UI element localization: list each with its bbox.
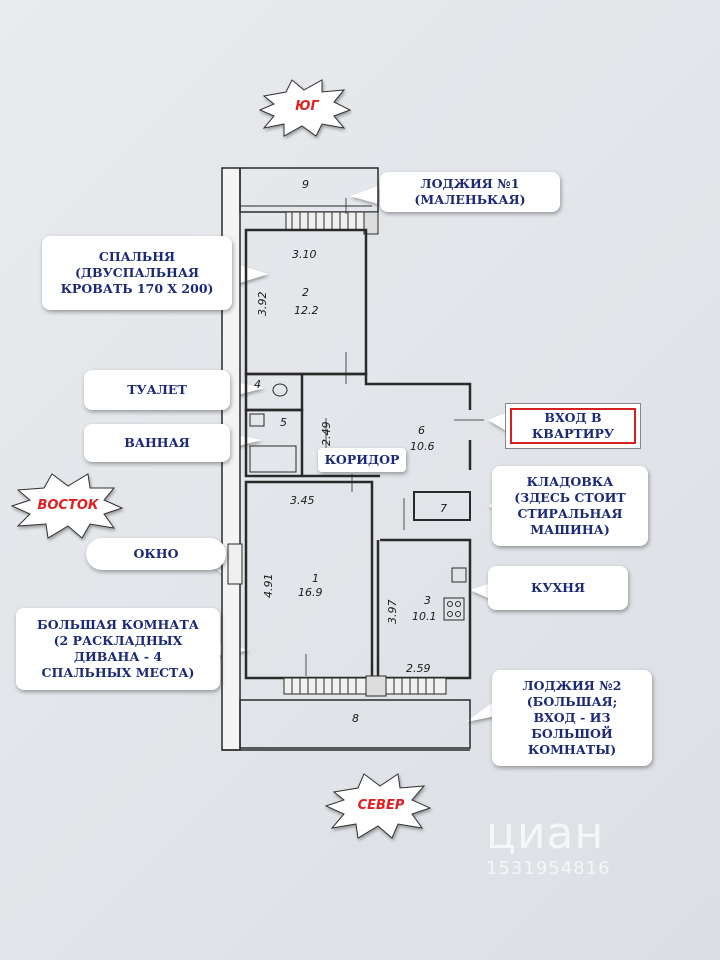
callout-window: ОКНО [86,538,226,570]
east-starburst-icon [10,473,124,539]
compass-north: СЕВЕР [357,798,405,813]
north-starburst-icon [324,773,432,839]
south-starburst-icon [258,79,352,137]
callout-loggia-2: ЛОДЖИЯ №2 (БОЛЬШАЯ; ВХОД - ИЗ БОЛЬШОЙ КО… [492,670,652,766]
bedroom-number: 2 [302,286,309,299]
kitchen-depth: 3.97 [386,600,399,625]
corridor-area: 10.6 [410,440,435,453]
living-depth: 4.91 [262,574,275,599]
callout-storage: КЛАДОВКА (ЗДЕСЬ СТОИТ СТИРАЛЬНАЯ МАШИНА) [492,466,648,546]
living-number: 1 [312,572,319,585]
plan-walls [221,167,484,751]
kitchen-area: 10.1 [412,610,437,623]
bedroom-depth: 3.92 [256,292,269,317]
living-area: 16.9 [298,586,323,599]
compass-east: ВОСТОК [37,498,99,513]
kitchen-number: 3 [424,594,431,607]
callout-bedroom: СПАЛЬНЯ (ДВУСПАЛЬНАЯ КРОВАТЬ 170 Х 200) [42,236,232,310]
room-labels: 9 3.10 2 12.2 3.92 4 5 2.49 6 10.6 7 3.4… [254,178,447,725]
watermark-brand: циан [486,808,605,859]
watermark-code: 1531954816 [486,858,611,879]
callout-entrance: ВХОД В КВАРТИРУ [506,404,640,448]
loggia-small-number: 9 [302,178,309,191]
callout-bath: ВАННАЯ [84,424,230,462]
bedroom-width: 3.10 [292,248,317,261]
toilet-number: 4 [254,378,261,391]
bath-number: 5 [280,416,287,429]
corridor-width: 2.49 [320,422,333,447]
loggia-big-number: 8 [352,712,359,725]
callout-living-room: БОЛЬШАЯ КОМНАТА (2 РАСКЛАДНЫХ ДИВАНА - 4… [16,608,220,690]
callout-toilet: ТУАЛЕТ [84,370,230,410]
living-width: 3.45 [290,494,315,507]
bedroom-area: 12.2 [294,304,319,317]
kitchen-width: 2.59 [406,662,431,675]
storage-number: 7 [440,502,447,515]
corridor-number: 6 [418,424,425,437]
compass-south: ЮГ [295,99,319,114]
callout-loggia-1: ЛОДЖИЯ №1 (МАЛЕНЬКАЯ) [380,172,560,212]
callout-kitchen: КУХНЯ [488,566,628,610]
callout-corridor: КОРИДОР [318,448,406,472]
